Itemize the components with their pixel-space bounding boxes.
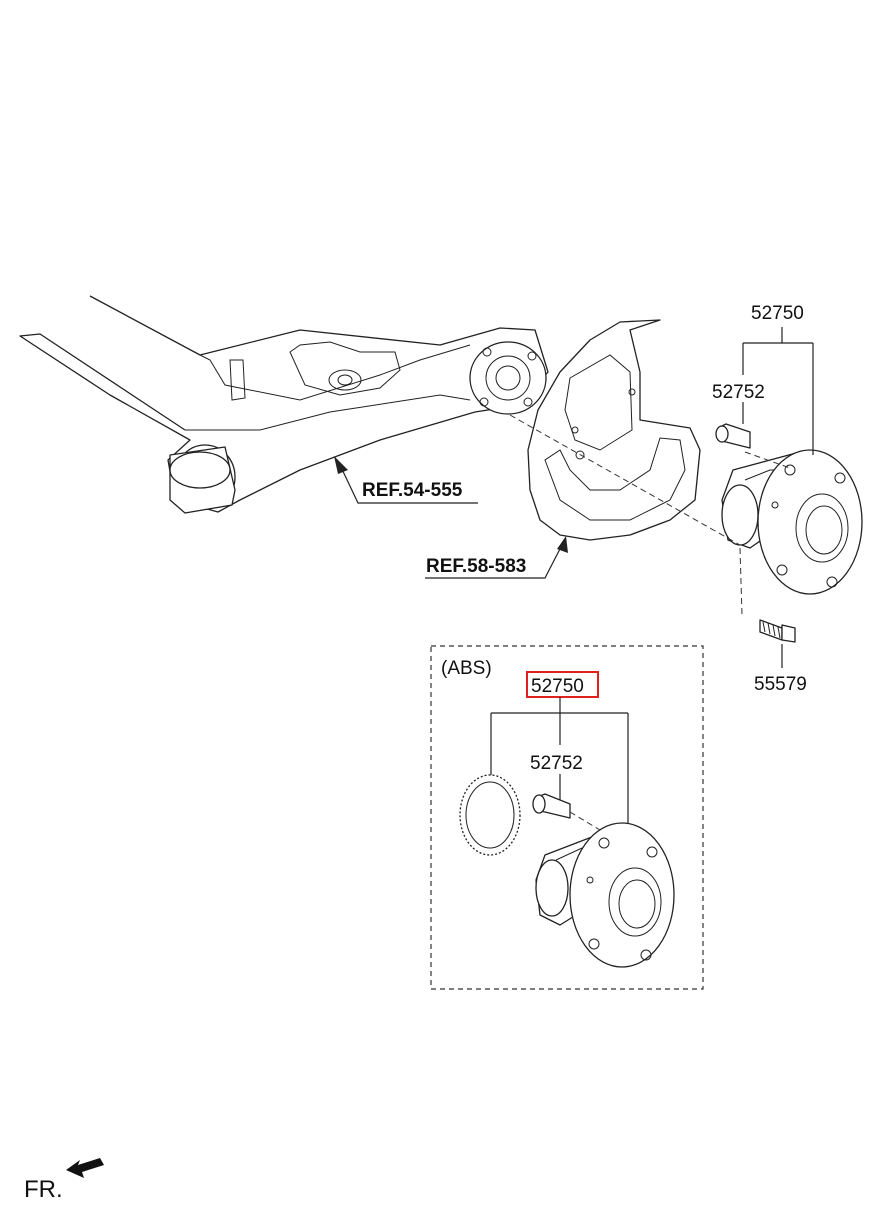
callout-52752-upper[interactable]: 52752	[712, 382, 765, 403]
callout-52750-abs[interactable]: 52750	[531, 676, 584, 697]
abs-section-box	[430, 645, 704, 990]
abs-tone-ring[interactable]	[459, 774, 521, 856]
front-direction-indicator: FR.	[24, 1158, 104, 1203]
mounting-bolt[interactable]	[759, 619, 796, 643]
leader-ref-54-555	[339, 464, 478, 504]
leader-52750-upper	[742, 327, 814, 455]
abs-section-title: (ABS)	[441, 658, 492, 679]
leader-ref-58-583	[425, 544, 563, 579]
highlight-52750	[526, 671, 599, 698]
assembly-centerline-bolt	[744, 451, 791, 469]
abs-hub-bearing-assembly[interactable]	[535, 822, 675, 968]
abs-hub-bolt[interactable]	[532, 793, 571, 819]
assembly-centerline-mount	[739, 547, 743, 616]
hub-bearing-assembly[interactable]	[721, 449, 863, 595]
arrow-ref-58-583	[557, 536, 568, 553]
callout-52752-abs[interactable]: 52752	[530, 753, 583, 774]
backing-plate[interactable]	[527, 319, 701, 541]
callout-55579[interactable]: 55579	[754, 674, 807, 695]
hub-bolt[interactable]	[715, 423, 751, 449]
front-arrow-icon	[66, 1158, 104, 1178]
ref-label-axle[interactable]: REF.54-555	[362, 480, 463, 501]
leader-52750-abs	[490, 697, 629, 830]
front-label: FR.	[24, 1176, 63, 1203]
arrow-ref-54-555	[334, 456, 348, 474]
assembly-centerline	[509, 414, 741, 546]
abs-assembly-centerline	[569, 811, 601, 831]
callout-52750-upper[interactable]: 52750	[751, 303, 804, 324]
ref-label-shield[interactable]: REF.58-583	[426, 556, 526, 577]
rear-axle-beam[interactable]	[19, 295, 549, 514]
